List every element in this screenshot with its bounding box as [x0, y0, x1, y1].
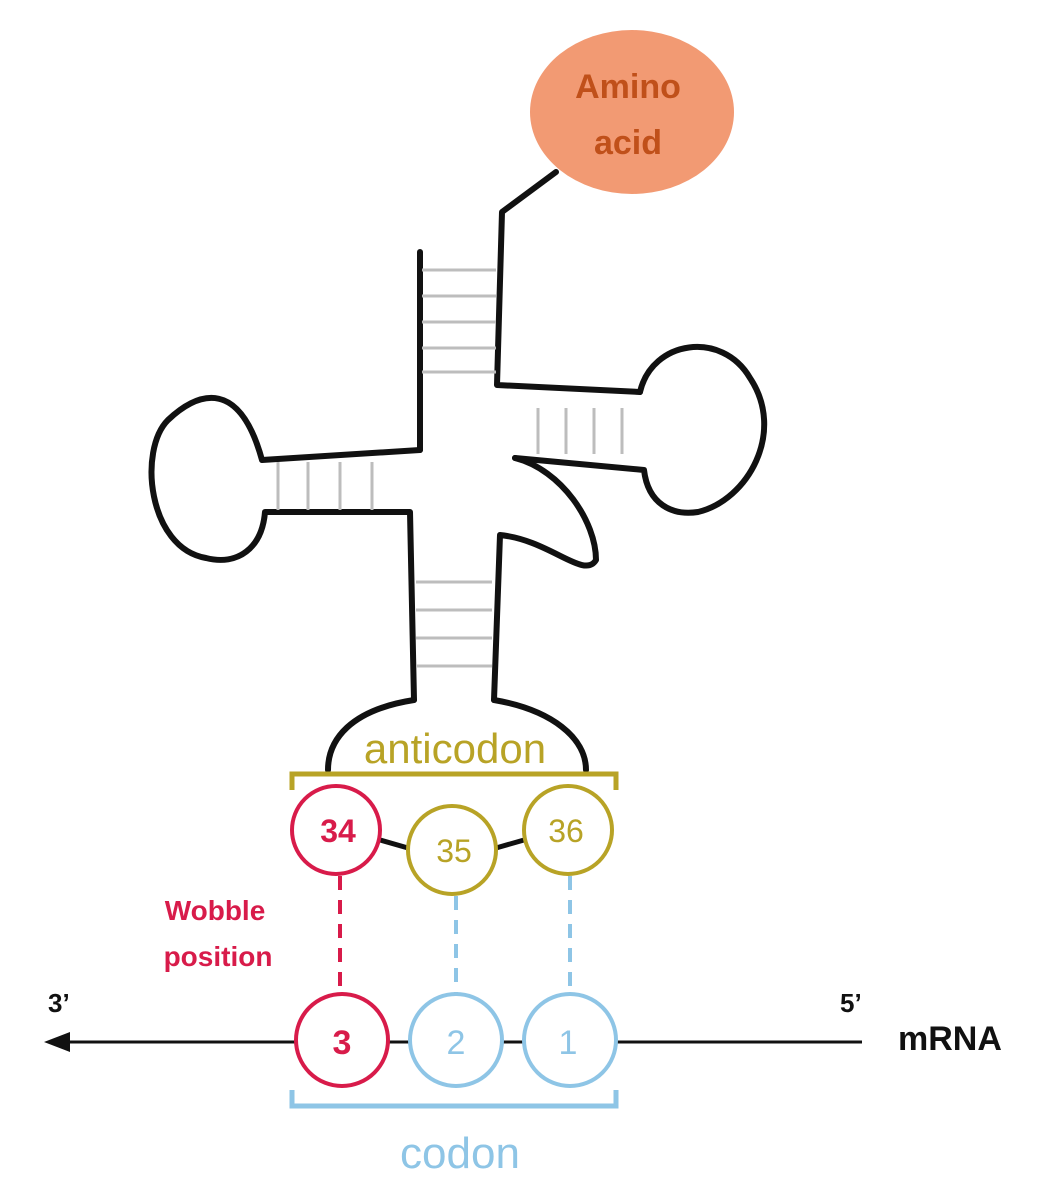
trna-structure [148, 169, 768, 773]
amino-acid-label-line2: acid [594, 124, 662, 162]
five-prime-label: 5’ [840, 988, 862, 1018]
codon-position-1-label: 1 [559, 1024, 578, 1062]
nucleotide-circle [290, 784, 382, 876]
nucleotide-circle [522, 992, 618, 1088]
codon-position-1: 1 [522, 992, 618, 1088]
nucleotide-circle [522, 784, 614, 876]
anticodon-bracket [289, 771, 619, 790]
wobble-position-label: Wobble position [164, 895, 273, 972]
anticodon-position-35: 35 [406, 804, 498, 896]
anticodon-position-35-label: 35 [436, 833, 472, 869]
anticodon-label: anticodon [364, 725, 546, 772]
codon-position-2-label: 2 [447, 1024, 466, 1062]
wobble-label-line1: Wobble [165, 895, 266, 926]
codon-label: codon [400, 1129, 520, 1178]
d-arm [148, 395, 423, 703]
nucleotide-circle [408, 992, 504, 1088]
codon-position-3: 3 [294, 992, 390, 1088]
anticodon-position-34-label: 34 [320, 813, 356, 849]
codon-group: codon [289, 1090, 619, 1178]
anticodon-links [379, 837, 525, 851]
amino-acid-label-line1: Amino [575, 68, 681, 106]
anticodon-loop [325, 697, 417, 773]
amino-acid-circle [530, 30, 734, 194]
anticodon-loop-right [491, 697, 589, 773]
codon-bracket [289, 1090, 619, 1109]
anticodon-position-34: 34 [290, 784, 382, 876]
wobble-label-line2: position [164, 941, 273, 972]
nucleotide-circle [294, 992, 390, 1088]
acceptor-strand-3prime [494, 169, 643, 395]
codon-position-3-label: 3 [333, 1024, 352, 1062]
variable-loop [491, 455, 599, 703]
nucleotide-circle [406, 804, 498, 896]
mrna-arrowhead [44, 1032, 70, 1052]
base-pair-rungs [276, 268, 624, 668]
three-prime-label: 3’ [48, 988, 70, 1018]
t-arm [512, 343, 768, 516]
anticodon-group: anticodon [289, 725, 619, 790]
amino-acid-node: Amino acid [530, 30, 734, 194]
pairing-lines [338, 876, 572, 996]
anticodon-position-36: 36 [522, 784, 614, 876]
mrna-label: mRNA [898, 1020, 1002, 1058]
anticodon-position-36-label: 36 [548, 813, 584, 849]
codon-position-2: 2 [408, 992, 504, 1088]
